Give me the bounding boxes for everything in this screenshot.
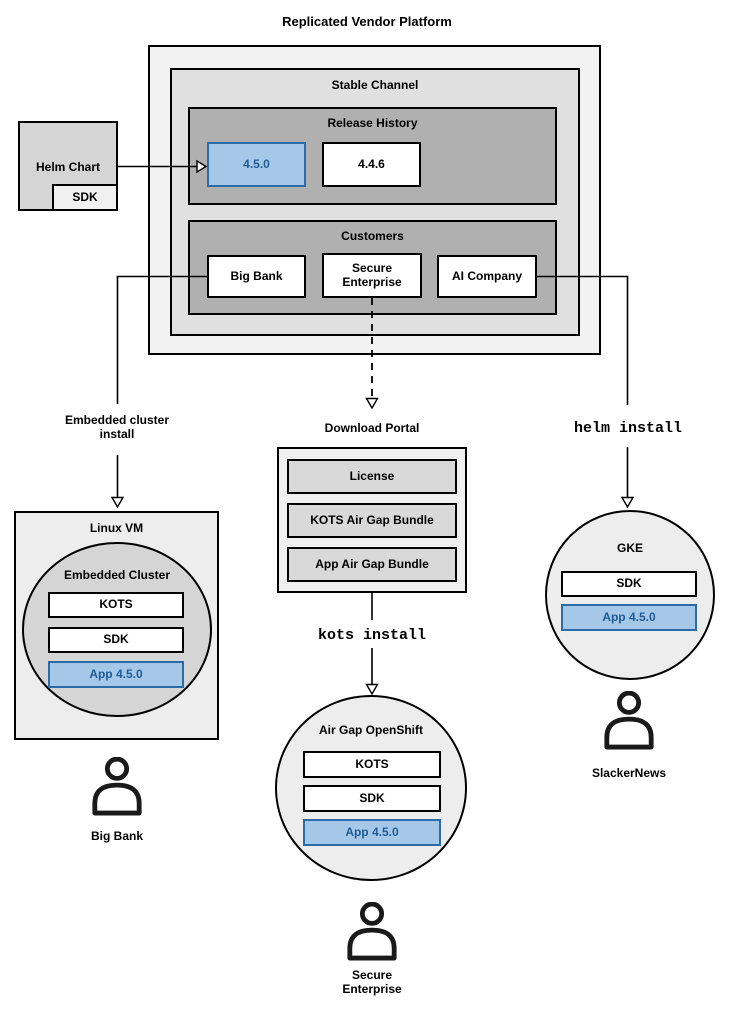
left-app-box: App 4.5.0: [48, 661, 184, 688]
secure-enterprise-actor-label: Secure Enterprise: [342, 968, 402, 997]
right-sdk-box: SDK: [561, 571, 697, 597]
arrowhead-down-icon: [365, 397, 379, 410]
big-bank-actor-label: Big Bank: [90, 829, 143, 843]
middle-sdk-box: SDK: [303, 785, 441, 812]
arrowhead-down-icon: [620, 496, 635, 509]
release-446-box: 4.4.6: [322, 142, 421, 187]
release-history-title: Release History: [327, 116, 418, 130]
user-icon: [604, 691, 654, 750]
customer-big-bank-box: Big Bank: [207, 255, 306, 298]
customer-secure-enterprise-box: Secure Enterprise: [322, 253, 422, 298]
middle-kots-box: KOTS: [303, 751, 441, 778]
diagram-title: Replicated Vendor Platform: [282, 14, 452, 29]
right-app-box: App 4.5.0: [561, 604, 697, 631]
stable-channel-title: Stable Channel: [331, 78, 419, 92]
arrowhead-down-icon: [365, 683, 379, 696]
linux-vm-title: Linux VM: [89, 521, 144, 535]
release-450-box: 4.5.0: [207, 142, 306, 187]
gke-title: GKE: [616, 541, 643, 555]
download-portal-title: Download Portal: [324, 421, 420, 435]
kots-airgap-bundle-box: KOTS Air Gap Bundle: [287, 503, 457, 538]
left-sdk-box: SDK: [48, 627, 184, 653]
airgap-openshift-title: Air Gap OpenShift: [318, 723, 423, 737]
embedded-cluster-title: Embedded Cluster: [63, 568, 171, 582]
embedded-cluster-install-label: Embedded cluster install: [64, 413, 170, 442]
kots-install-command: kots install: [317, 627, 427, 644]
user-icon: [92, 757, 142, 816]
slackernews-actor-label: SlackerNews: [591, 766, 667, 780]
customer-ai-company-box: AI Company: [437, 255, 537, 298]
helm-install-command: helm install: [573, 420, 683, 437]
app-airgap-bundle-box: App Air Gap Bundle: [287, 547, 457, 582]
helm-chart-label: Helm Chart: [35, 160, 100, 174]
arrowhead-down-icon: [110, 496, 125, 509]
middle-app-box: App 4.5.0: [303, 819, 441, 846]
user-icon: [347, 902, 397, 961]
left-kots-box: KOTS: [48, 592, 184, 618]
helm-sdk-box: SDK: [52, 184, 118, 211]
customers-title: Customers: [341, 229, 404, 243]
license-box: License: [287, 459, 457, 494]
